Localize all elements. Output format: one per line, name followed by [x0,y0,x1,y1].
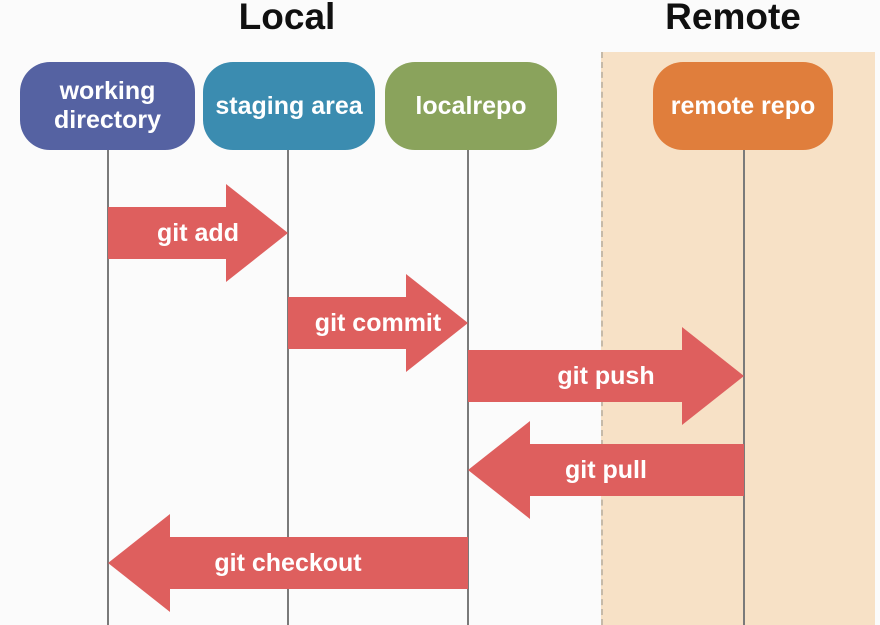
arrow-git-commit: git commit [288,274,468,372]
arrow-head-left [108,514,170,612]
arrow-shaft [530,444,744,496]
arrow-label: git push [557,361,655,390]
arrow-shaft [288,297,406,349]
arrow-label: git checkout [214,548,362,577]
lifeline-staging-area [287,150,289,625]
node-localrepo: localrepo [385,62,557,150]
node-working-directory: working directory [20,62,195,150]
arrow-git-pull: git pull [468,421,744,519]
lifeline-working-directory [107,150,109,625]
arrow-label: git add [157,218,239,247]
arrow-head-right [682,327,744,425]
arrow-head-left [468,421,530,519]
section-title-remote: Remote [665,0,801,37]
node-staging-area: staging area [203,62,375,150]
arrow-shaft [170,537,468,589]
arrow-label: git pull [565,455,647,484]
arrow-shaft [108,207,226,259]
arrow-label: git commit [314,308,442,337]
arrow-git-add: git add [108,184,288,282]
lifeline-remote-repo [743,150,745,625]
arrow-head-right [406,274,468,372]
arrow-head-right [226,184,288,282]
node-remote-repo: remote repo [653,62,833,150]
arrow-shaft [468,350,682,402]
arrow-git-checkout: git checkout [108,514,468,612]
arrow-git-push: git push [468,327,744,425]
section-title-local: Local [238,0,336,37]
